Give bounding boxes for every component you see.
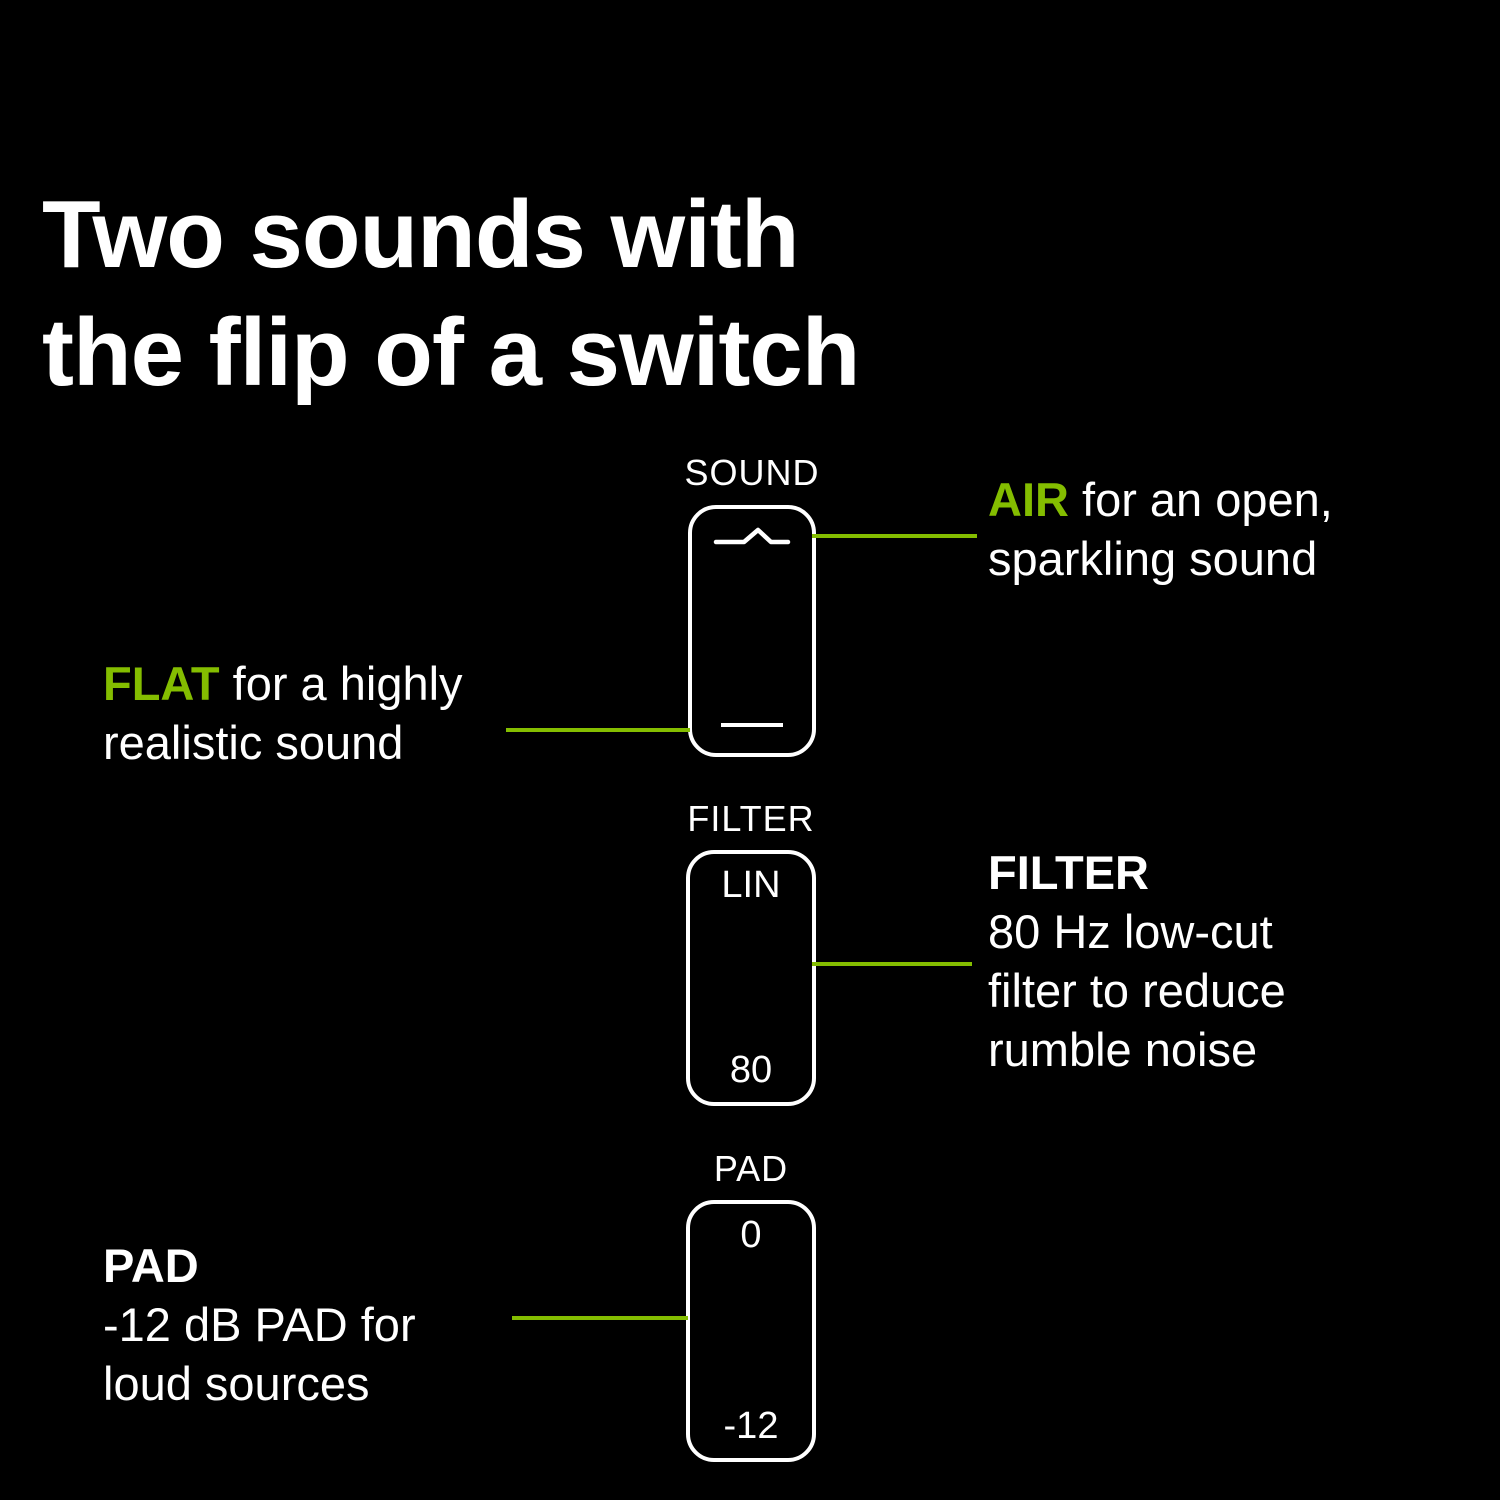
air-text: for an open, bbox=[1068, 473, 1333, 526]
pad-annotation: PAD -12 dB PAD for loud sources bbox=[103, 1236, 416, 1413]
sound-switch-label: SOUND bbox=[684, 452, 820, 493]
pad-annotation-heading: PAD bbox=[103, 1239, 199, 1292]
title-line-1: Two sounds with bbox=[42, 181, 799, 288]
flat-connector-line bbox=[506, 728, 690, 732]
filter-annotation-line-3: rumble noise bbox=[988, 1023, 1258, 1076]
pad-annotation-line-2: loud sources bbox=[103, 1357, 370, 1410]
filter-annotation: FILTER 80 Hz low-cut filter to reduce ru… bbox=[988, 843, 1286, 1079]
flat-annotation-line-1: FLAT for a highly bbox=[103, 654, 463, 713]
filter-annotation-heading: FILTER bbox=[988, 846, 1149, 899]
filter-annotation-line-1: 80 Hz low-cut bbox=[988, 905, 1273, 958]
flat-annotation: FLAT for a highly realistic sound bbox=[103, 654, 463, 772]
pad-switch: 0 -12 bbox=[686, 1200, 816, 1462]
pad-switch-bottom-value: -12 bbox=[723, 1405, 779, 1447]
flat-line-icon bbox=[721, 723, 783, 727]
air-annotation: AIR for an open, sparkling sound bbox=[988, 470, 1333, 588]
flat-keyword: FLAT bbox=[103, 657, 220, 710]
pad-annotation-line-1: -12 dB PAD for bbox=[103, 1298, 416, 1351]
filter-switch: LIN 80 bbox=[686, 850, 816, 1106]
sound-switch bbox=[688, 505, 816, 757]
air-annotation-line-1: AIR for an open, bbox=[988, 470, 1333, 529]
flat-annotation-line-2: realistic sound bbox=[103, 716, 404, 769]
air-curve-icon bbox=[713, 527, 791, 545]
air-keyword: AIR bbox=[988, 473, 1069, 526]
flat-text: for a highly bbox=[219, 657, 463, 710]
filter-switch-label: FILTER bbox=[687, 798, 815, 839]
pad-switch-top-value: 0 bbox=[740, 1214, 762, 1256]
title-line-2: the flip of a switch bbox=[42, 299, 860, 406]
page-title: Two sounds with the flip of a switch bbox=[42, 176, 860, 412]
pad-connector-line bbox=[512, 1316, 688, 1320]
filter-switch-bottom-value: 80 bbox=[729, 1049, 773, 1091]
pad-switch-label: PAD bbox=[713, 1148, 789, 1189]
air-connector-line bbox=[812, 534, 977, 538]
filter-connector-line bbox=[812, 962, 972, 966]
filter-switch-top-value: LIN bbox=[721, 864, 781, 906]
air-annotation-line-2: sparkling sound bbox=[988, 532, 1318, 585]
filter-annotation-line-2: filter to reduce bbox=[988, 964, 1286, 1017]
